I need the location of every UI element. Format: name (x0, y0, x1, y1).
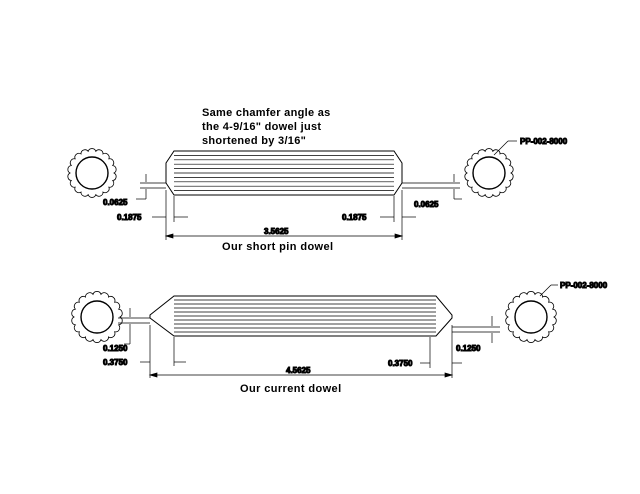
short-chamfer-height-right-dim (402, 174, 462, 200)
short-chamfer-length-left: 0.1875 (117, 213, 142, 222)
current-dowel-caption: Our current dowel (240, 383, 342, 395)
note-line-3: shortened by 3/16" (202, 135, 306, 147)
short-dowel-caption: Our short pin dowel (222, 241, 334, 253)
short-chamfer-height-left-dim (136, 174, 166, 200)
current-chamfer-height-left: 0.1250 (103, 344, 128, 353)
short-part-number: PP-002-8000 (520, 137, 568, 146)
gear-bore (472, 156, 506, 190)
short-chamfer-length-right: 0.1875 (342, 213, 367, 222)
short-dowel-group: 0.0625 0.1875 0.1875 0.0625 (67, 137, 568, 240)
short-chamfer-height-left: 0.0625 (103, 198, 128, 207)
short-chamfer-height-right: 0.0625 (414, 200, 439, 209)
current-dowel-group: 0.1250 0.3750 0.3750 0.1250 (71, 281, 608, 378)
gear-outline (71, 291, 123, 343)
note-line-2: the 4-9/16" dowel just (202, 121, 321, 133)
short-part-number-leader (493, 140, 517, 156)
gear-bore (75, 156, 109, 190)
short-chamfer-length-left-dim (152, 190, 188, 240)
current-chamfer-length-left-dim (140, 325, 186, 378)
current-overall-length-dim (148, 372, 454, 378)
short-overall-length: 3.5625 (264, 227, 289, 236)
current-chamfer-height-right: 0.1250 (456, 344, 481, 353)
design-note: Same chamfer angle as the 4-9/16" dowel … (202, 107, 331, 147)
short-dowel-end-view-right (464, 148, 514, 198)
short-overall-length-dim (164, 233, 404, 239)
current-overall-length: 4.5625 (286, 366, 311, 375)
gear-bore (514, 300, 548, 334)
current-part-number: PP-002-8000 (560, 281, 608, 290)
short-dowel-flutes (174, 155, 394, 191)
gear-bore (80, 300, 114, 334)
current-chamfer-height-left-dim (118, 308, 150, 345)
current-part-number-leader (539, 284, 558, 297)
gear-outline (464, 148, 514, 198)
current-dowel-end-view-right (505, 291, 557, 343)
note-line-1: Same chamfer angle as (202, 107, 331, 119)
current-chamfer-length-right: 0.3750 (388, 359, 413, 368)
gear-outline (67, 148, 117, 198)
current-dowel-flutes (174, 299, 436, 333)
gear-outline (505, 291, 557, 343)
current-dowel-end-view-left (71, 291, 123, 343)
short-dowel-end-view-left (67, 148, 117, 198)
current-dowel-body (149, 295, 453, 337)
short-chamfer-length-right-dim (380, 190, 416, 240)
current-chamfer-length-left: 0.3750 (103, 358, 128, 367)
current-chamfer-height-right-dim (452, 316, 500, 343)
current-chamfer-length-right-dim (420, 325, 462, 378)
